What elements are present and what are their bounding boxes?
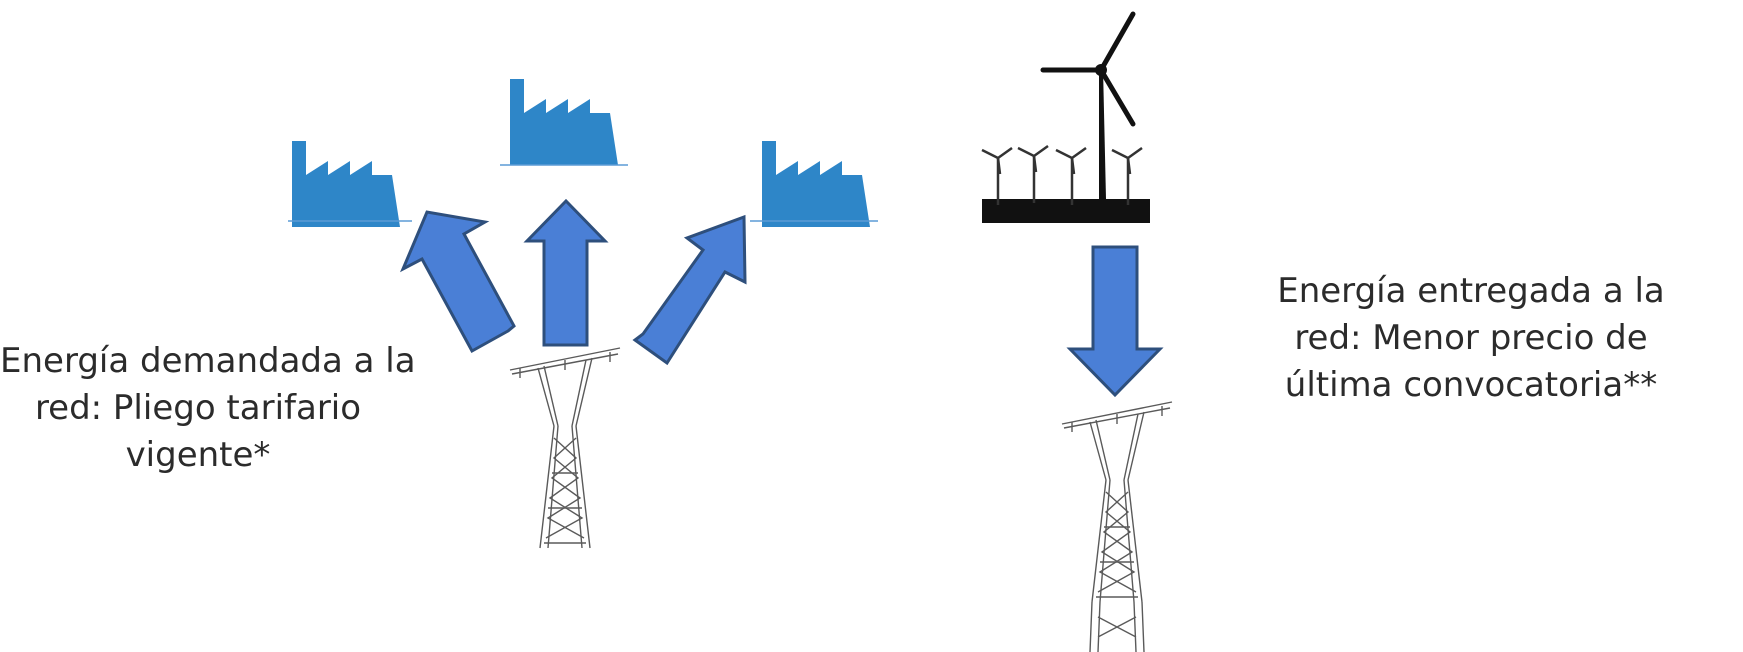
- supply-label-line-2: red: Menor precio de: [1202, 315, 1740, 362]
- transmission-tower-icon: [510, 348, 620, 548]
- supply-label-line-1: Energía entregada a la: [1202, 268, 1740, 315]
- demand-label-line-2: red: Pliego tarifario: [0, 385, 396, 432]
- arrow-up-right: [635, 217, 745, 363]
- wind-farm-icon: [982, 14, 1150, 223]
- factory-icon: [292, 141, 400, 227]
- supply-label-line-3: última convocatoria**: [1202, 362, 1740, 409]
- arrow-up-left: [403, 212, 514, 351]
- arrow-down: [1070, 247, 1160, 395]
- supply-label: Energía entregada a la red: Menor precio…: [1202, 268, 1740, 409]
- demand-label-line-3: vigente*: [0, 432, 396, 479]
- arrow-up-center: [527, 201, 605, 345]
- factory-icon: [762, 141, 870, 227]
- transmission-tower-icon: [1062, 402, 1172, 652]
- demand-label-line-1: Energía demandada a la: [0, 338, 396, 385]
- demand-label: Energía demandada a la red: Pliego tarif…: [0, 338, 396, 479]
- factory-icon: [510, 79, 618, 165]
